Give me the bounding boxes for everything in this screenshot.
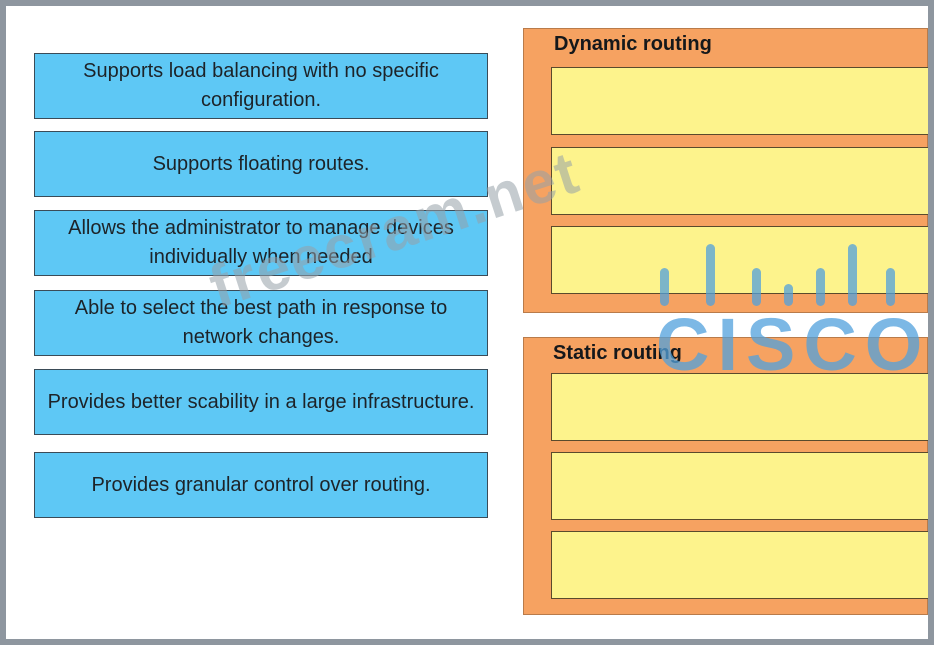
static-routing-zone: Static routing [523,337,928,615]
dynamic-routing-title: Dynamic routing [554,33,712,55]
option-label: Supports floating routes. [152,152,370,175]
dynamic-slot-2[interactable] [551,147,928,215]
option-floating-routes[interactable]: Supports floating routes. [34,131,488,197]
option-load-balancing[interactable]: Supports load balancing with no specific… [34,53,488,119]
option-scalability[interactable]: Provides better scability in a large inf… [34,369,488,435]
dynamic-routing-zone: Dynamic routing [523,28,928,313]
static-slot-1[interactable] [551,373,928,441]
static-routing-title: Static routing [553,342,682,364]
option-label: Able to select the best path in response… [74,297,448,348]
dynamic-slot-1[interactable] [551,67,928,135]
dynamic-slot-3[interactable] [551,226,928,294]
option-granular-control[interactable]: Provides granular control over routing. [34,452,488,518]
option-best-path[interactable]: Able to select the best path in response… [34,290,488,356]
drag-drop-exercise: Supports load balancing with no specific… [6,6,928,639]
option-label: Provides granular control over routing. [91,473,431,496]
option-label: Provides better scability in a large inf… [47,390,475,413]
option-label: Allows the administrator to manage devic… [68,217,454,268]
static-slot-3[interactable] [551,531,928,599]
static-slot-2[interactable] [551,452,928,520]
option-manage-individually[interactable]: Allows the administrator to manage devic… [34,210,488,276]
option-label: Supports load balancing with no specific… [83,60,439,111]
